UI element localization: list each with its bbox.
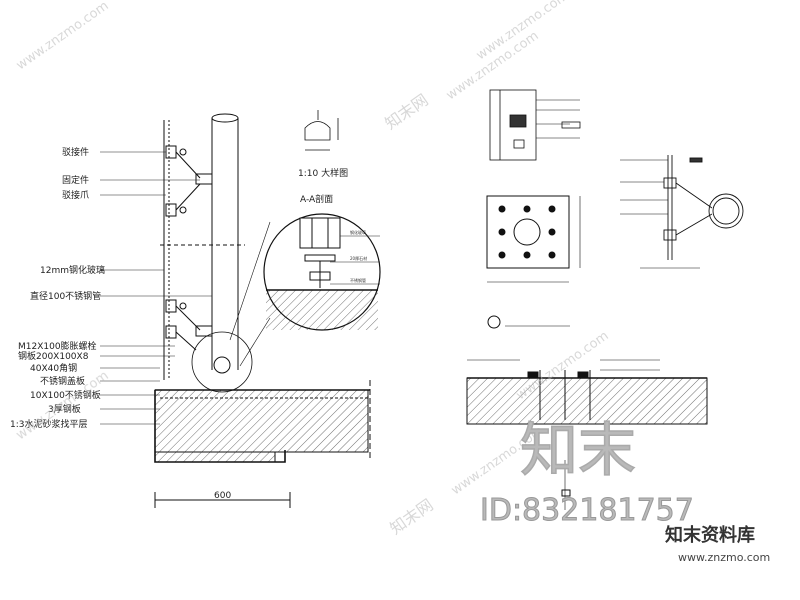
main-section-drawing [154,113,371,508]
label-angle: 40X40角钢 [30,362,77,374]
right-clamp-detail [620,155,744,269]
circle-label-stone: 20厚石材 [350,255,367,261]
right-top-detail [489,89,581,161]
logo-text: 知末资料库 [665,524,755,546]
watermark-brand-2: 知末网 [386,495,436,538]
detail-zoom-circle [229,213,381,367]
circle-label-glass: 钢化玻璃 [350,229,366,235]
base-plate-plan [486,195,581,329]
label-pipe: 直径100不锈钢管 [30,290,101,302]
label-steel: 3厚钢板 [48,403,81,415]
detail-label: 1:10 大样图 [298,167,348,179]
right-slab-section [466,359,708,510]
logo-url: www.znzmo.com [678,551,770,564]
label-ss-plate: 10X100不锈钢板 [30,389,101,401]
left-leaders [100,151,212,425]
label-glass: 12mm钢化玻璃 [40,264,105,276]
watermark-brand-1: 知末网 [381,90,431,133]
label-spider: 驳接爪 [62,189,89,201]
watermark-url-1: www.znzmo.com [14,0,112,73]
dimension-600: 600 [214,491,231,501]
spider-clamp-1 [165,145,213,185]
watermark-id: ID:832181757 [480,493,694,528]
label-cover: 不锈钢盖板 [40,375,85,387]
circle-label-pipe: 不锈钢管 [350,277,366,283]
spider-clamp-2 [165,183,201,217]
label-clamp: 驳接件 [62,146,89,158]
spider-clamp-4 [165,325,197,351]
section-label: A-A剖面 [300,193,333,205]
label-fixing: 固定件 [62,174,89,186]
spider-clamp-3 [165,299,213,337]
watermark-big-brand: 知末 [520,416,636,484]
label-mortar: 1:3水泥砂浆找平层 [10,418,88,430]
logo-block: 知末资料库 www.znzmo.com [665,524,770,564]
small-cap-detail [304,110,339,151]
label-plate: 钢板200X100X8 [18,350,89,362]
label-bolt: M12X100膨胀螺栓 [18,340,97,352]
